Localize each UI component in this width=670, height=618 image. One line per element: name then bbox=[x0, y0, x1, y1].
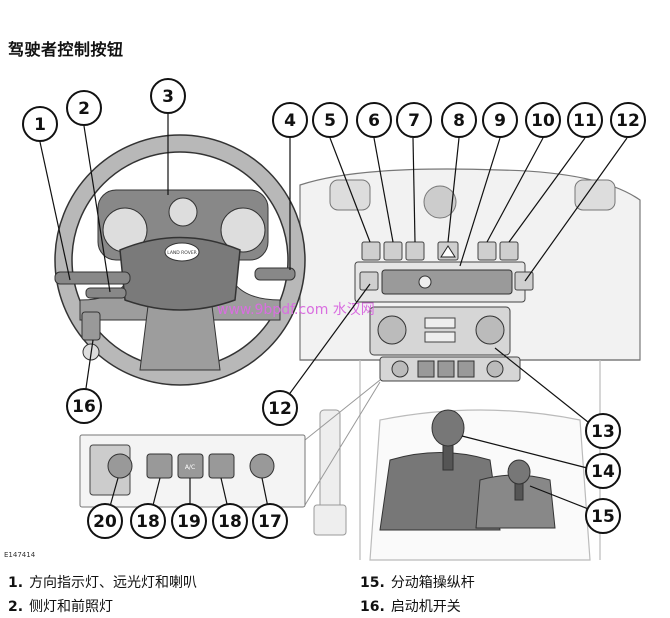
svg-text:17: 17 bbox=[258, 512, 282, 532]
svg-text:12: 12 bbox=[616, 111, 640, 131]
switch-6 bbox=[383, 241, 403, 261]
handbrake bbox=[313, 409, 347, 536]
svg-text:9: 9 bbox=[494, 111, 506, 131]
svg-text:12: 12 bbox=[268, 399, 292, 419]
svg-text:1: 1 bbox=[34, 115, 46, 135]
callout-16: 16 bbox=[66, 388, 102, 424]
wiper-stalk bbox=[254, 267, 296, 281]
svg-text:18: 18 bbox=[136, 512, 160, 532]
callout-3: 3 bbox=[150, 78, 186, 114]
callout-5: 5 bbox=[312, 102, 348, 138]
indicator-stalk bbox=[54, 271, 131, 285]
svg-text:6: 6 bbox=[368, 111, 380, 131]
ac-button-label: A/C bbox=[185, 464, 195, 471]
image-code: E147414 bbox=[4, 551, 36, 559]
air-vents bbox=[329, 179, 616, 219]
callout-19: 19 bbox=[171, 503, 207, 539]
svg-text:16: 16 bbox=[72, 397, 96, 417]
callout-9: 9 bbox=[482, 102, 518, 138]
svg-text:4: 4 bbox=[284, 111, 296, 131]
callout-1: 1 bbox=[22, 106, 58, 142]
callout-17: 17 bbox=[252, 503, 288, 539]
callout-2: 2 bbox=[66, 90, 102, 126]
svg-text:14: 14 bbox=[591, 462, 615, 482]
legend-item-1: 1.方向指示灯、远光灯和喇叭 bbox=[8, 575, 198, 591]
svg-text:19: 19 bbox=[177, 512, 201, 532]
gear-lever bbox=[379, 409, 501, 531]
svg-text:11: 11 bbox=[573, 111, 597, 131]
steering-wheel: LAND ROVER bbox=[54, 134, 306, 386]
callout-7: 7 bbox=[396, 102, 432, 138]
switch-inset: A/C bbox=[79, 379, 381, 508]
callout-8: 8 bbox=[441, 102, 477, 138]
legend-item-2: 2.侧灯和前照灯 bbox=[8, 599, 114, 615]
console-switch-row bbox=[361, 241, 519, 261]
legend-item-16: 16.启动机开关 bbox=[360, 599, 461, 615]
svg-text:8: 8 bbox=[453, 111, 465, 131]
svg-text:10: 10 bbox=[531, 111, 555, 131]
callout-14: 14 bbox=[585, 453, 621, 489]
svg-text:5: 5 bbox=[324, 111, 336, 131]
switch-5 bbox=[361, 241, 381, 261]
watermark: www.9bpdf.com 水汉网 bbox=[217, 302, 375, 318]
svg-text:20: 20 bbox=[93, 512, 117, 532]
callout-18-left: 18 bbox=[130, 503, 166, 539]
callout-6: 6 bbox=[356, 102, 392, 138]
callouts: 1 2 3 4 5 6 7 8 9 10 11 12 12 13 14 15 1… bbox=[22, 78, 646, 539]
callout-18-right: 18 bbox=[212, 503, 248, 539]
callout-15: 15 bbox=[585, 498, 621, 534]
page-title: 驾驶者控制按钮 bbox=[8, 40, 124, 59]
callout-4: 4 bbox=[272, 102, 308, 138]
land-rover-logo: LAND ROVER bbox=[167, 250, 197, 256]
switch-7 bbox=[405, 241, 425, 261]
svg-text:13: 13 bbox=[591, 422, 615, 442]
callout-12-bottom: 12 bbox=[262, 390, 298, 426]
callout-20: 20 bbox=[87, 503, 123, 539]
svg-text:7: 7 bbox=[408, 111, 420, 131]
switch-10 bbox=[477, 241, 497, 261]
callout-13: 13 bbox=[585, 413, 621, 449]
climate-panel bbox=[369, 306, 521, 382]
svg-text:18: 18 bbox=[218, 512, 242, 532]
audio-unit bbox=[354, 261, 534, 303]
legend-item-15: 15.分动箱操纵杆 bbox=[360, 575, 475, 591]
callout-10: 10 bbox=[525, 102, 561, 138]
callout-12-top: 12 bbox=[610, 102, 646, 138]
svg-text:15: 15 bbox=[591, 507, 615, 527]
lights-stalk bbox=[85, 287, 127, 299]
svg-text:3: 3 bbox=[162, 87, 174, 107]
svg-text:2: 2 bbox=[78, 99, 90, 119]
leader-lines bbox=[39, 114, 628, 518]
callout-11: 11 bbox=[567, 102, 603, 138]
switch-11 bbox=[499, 241, 519, 261]
dashboard-diagram: LAND ROVER A/C www.9bpdf.com 水汉网 bbox=[22, 78, 646, 561]
